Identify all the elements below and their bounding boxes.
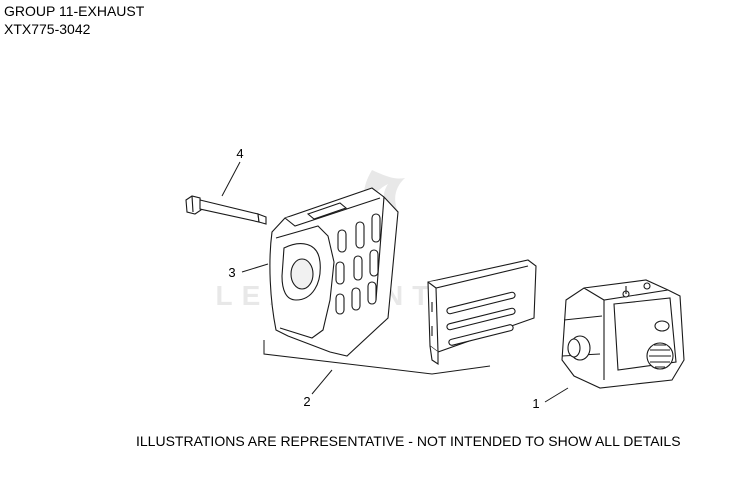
callout-3: 3	[228, 265, 235, 280]
muffler-part	[561, 279, 685, 389]
leader-line-2	[311, 369, 333, 395]
leader-lines	[221, 161, 569, 403]
reference-bracket-line	[263, 340, 491, 375]
callout-4: 4	[236, 146, 243, 161]
callout-1: 1	[532, 396, 539, 411]
bolt-part	[185, 195, 267, 225]
leader-line-1	[544, 387, 569, 403]
group-title: GROUP 11-EXHAUST	[4, 3, 145, 19]
bracket-part	[427, 259, 537, 366]
callout-2: 2	[303, 394, 310, 409]
leader-line-3	[241, 263, 269, 273]
page-header: GROUP 11-EXHAUST XTX775-3042	[4, 2, 144, 38]
heat-shield-part	[269, 187, 399, 357]
model-number: XTX775-3042	[4, 21, 91, 37]
disclaimer-text: ILLUSTRATIONS ARE REPRESENTATIVE - NOT I…	[136, 433, 681, 449]
leader-line-4	[221, 161, 241, 197]
